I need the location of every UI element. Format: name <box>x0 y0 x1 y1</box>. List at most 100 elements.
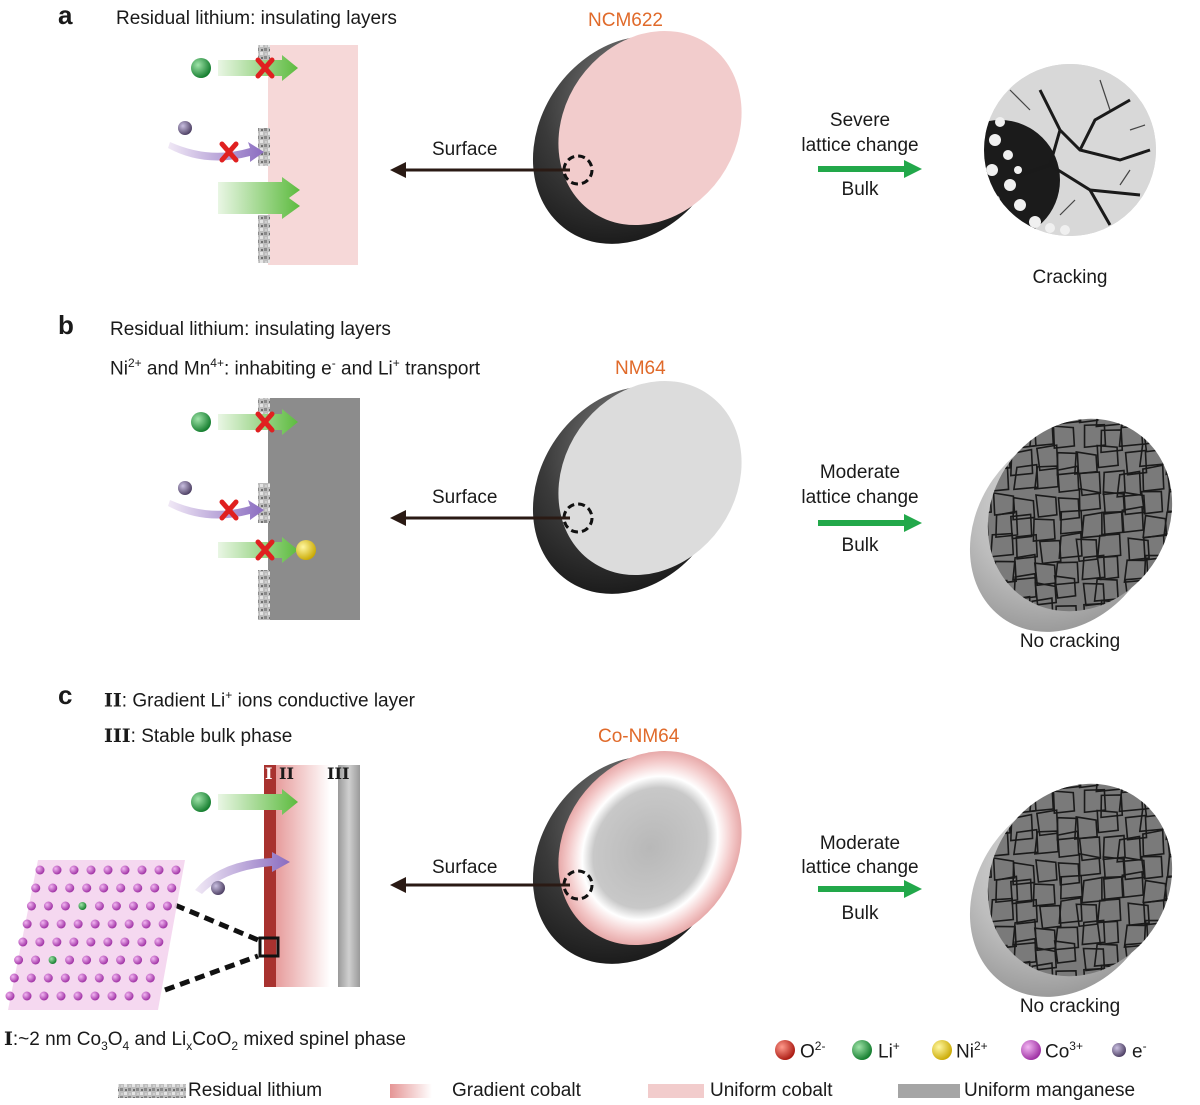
panel-c-material: Co-NM64 <box>598 726 680 747</box>
panel-c-surface-label: Surface <box>432 857 498 878</box>
grain-boundary <box>1124 449 1148 476</box>
lattice-co-atom <box>116 955 126 965</box>
panel-b-lattice-line2: lattice change <box>801 487 919 508</box>
lattice-co-atom <box>107 991 117 1001</box>
panel-a-lattice-line1: Severe <box>829 110 891 131</box>
grain-boundary <box>967 421 991 449</box>
grain-boundary <box>1124 601 1147 626</box>
li-transport-arrow <box>218 789 298 815</box>
panel-a-cracked-particle <box>984 64 1156 236</box>
lattice-co-atom <box>73 919 83 929</box>
lattice-co-atom <box>137 937 147 947</box>
lattice-co-atom <box>111 973 121 983</box>
surface-zoom-circle <box>562 502 594 534</box>
lattice-co-atom <box>124 919 134 929</box>
grain-boundary <box>995 510 1019 539</box>
grain-boundary <box>1009 813 1034 842</box>
grain-boundary <box>1078 836 1102 862</box>
grain-boundary <box>1054 926 1080 951</box>
lattice-co-atom <box>31 955 41 965</box>
lattice-co-atom <box>52 937 62 947</box>
li-transport-arrow <box>218 537 298 563</box>
grain-boundary <box>968 806 993 833</box>
grain-boundary <box>1139 601 1164 626</box>
grain-boundary <box>1035 764 1060 789</box>
panel-b-lattice-line1: Moderate <box>819 462 901 483</box>
lattice-co-atom <box>133 955 143 965</box>
residual-lithium-block <box>258 128 270 166</box>
grain-boundary <box>1171 429 1195 454</box>
grain-boundary <box>1142 879 1168 904</box>
grain-boundary <box>1142 514 1168 539</box>
lattice-co-atom <box>77 973 87 983</box>
legend-o-ion: O2- <box>800 1039 826 1063</box>
grain-boundary <box>1161 939 1185 967</box>
legend-li-ion: Li+ <box>878 1039 900 1063</box>
lattice-co-atom <box>35 937 45 947</box>
uniform-manganese-layer <box>268 398 360 620</box>
panel-c-sphere <box>532 750 742 964</box>
panel-c-grain-particle <box>962 764 1195 997</box>
grain-boundary <box>1142 793 1166 818</box>
legend-uniform-cobalt: Uniform cobalt <box>710 1080 833 1101</box>
grain-boundary <box>1053 940 1077 964</box>
residual-lithium-block <box>258 483 270 523</box>
grain-boundary <box>968 441 993 468</box>
grain-boundary <box>1083 788 1107 814</box>
lattice-co-atom <box>86 865 96 875</box>
lattice-co-atom <box>39 919 49 929</box>
grain-boundary <box>1009 448 1034 477</box>
lattice-co-atom <box>141 991 151 1001</box>
grain-boundary <box>1167 399 1191 427</box>
grain-boundary <box>1162 923 1188 948</box>
panel-a-surface-label: Surface <box>432 139 498 160</box>
lattice-li-atom <box>48 956 57 964</box>
lattice-co-atom <box>128 973 138 983</box>
panel-label-a: a <box>58 0 73 30</box>
grain-boundary <box>1096 809 1119 834</box>
grain-boundary <box>1142 829 1165 857</box>
panel-b-surface-label: Surface <box>432 487 498 508</box>
lattice-co-atom <box>60 901 70 911</box>
grain-boundary <box>1014 766 1037 792</box>
lattice-co-atom <box>120 937 130 947</box>
grain-boundary <box>1081 554 1106 581</box>
grain-boundary <box>1012 828 1039 856</box>
electron-ball <box>178 121 192 135</box>
panel-a-bulk-arrow <box>818 160 922 178</box>
electron-ball <box>178 481 192 495</box>
panel-c-note-iii: III: Stable bulk phase <box>104 725 293 747</box>
grain-boundary <box>1035 399 1060 424</box>
layer-label-i: I <box>265 764 273 783</box>
lattice-co-atom <box>94 973 104 983</box>
grain-boundary <box>1081 919 1106 946</box>
grain-boundary <box>1032 883 1056 907</box>
blocked-cross-icon <box>219 141 239 163</box>
lattice-co-atom <box>86 937 96 947</box>
grain-boundary <box>1124 814 1148 841</box>
lattice-co-atom <box>69 865 79 875</box>
li-transport-arrow <box>218 409 298 435</box>
grain-boundary <box>1170 900 1195 926</box>
li-ion-ball <box>191 58 211 78</box>
lattice-co-atom <box>35 865 45 875</box>
grain-boundary <box>1096 920 1120 946</box>
grain-boundary <box>986 794 1012 819</box>
panel-a-sphere <box>532 30 742 244</box>
grain-boundary <box>1100 429 1124 454</box>
lattice-co-atom <box>82 883 92 893</box>
li-ion-legend-ball <box>852 1040 872 1060</box>
grain-boundary <box>1101 510 1124 536</box>
grain-boundary <box>1165 816 1191 841</box>
electron-ball <box>211 881 225 895</box>
grain-boundary <box>1034 581 1058 606</box>
uniform-cobalt-swatch <box>648 1084 704 1098</box>
grain-boundary <box>990 400 1014 428</box>
grain-boundary <box>1170 535 1195 561</box>
legend-ni-ion: Ni2+ <box>956 1039 988 1063</box>
lattice-co-atom <box>99 955 109 965</box>
grain-boundary <box>1058 531 1083 560</box>
lattice-co-atom <box>133 883 143 893</box>
panel-c-bulk-label: Bulk <box>841 903 879 924</box>
